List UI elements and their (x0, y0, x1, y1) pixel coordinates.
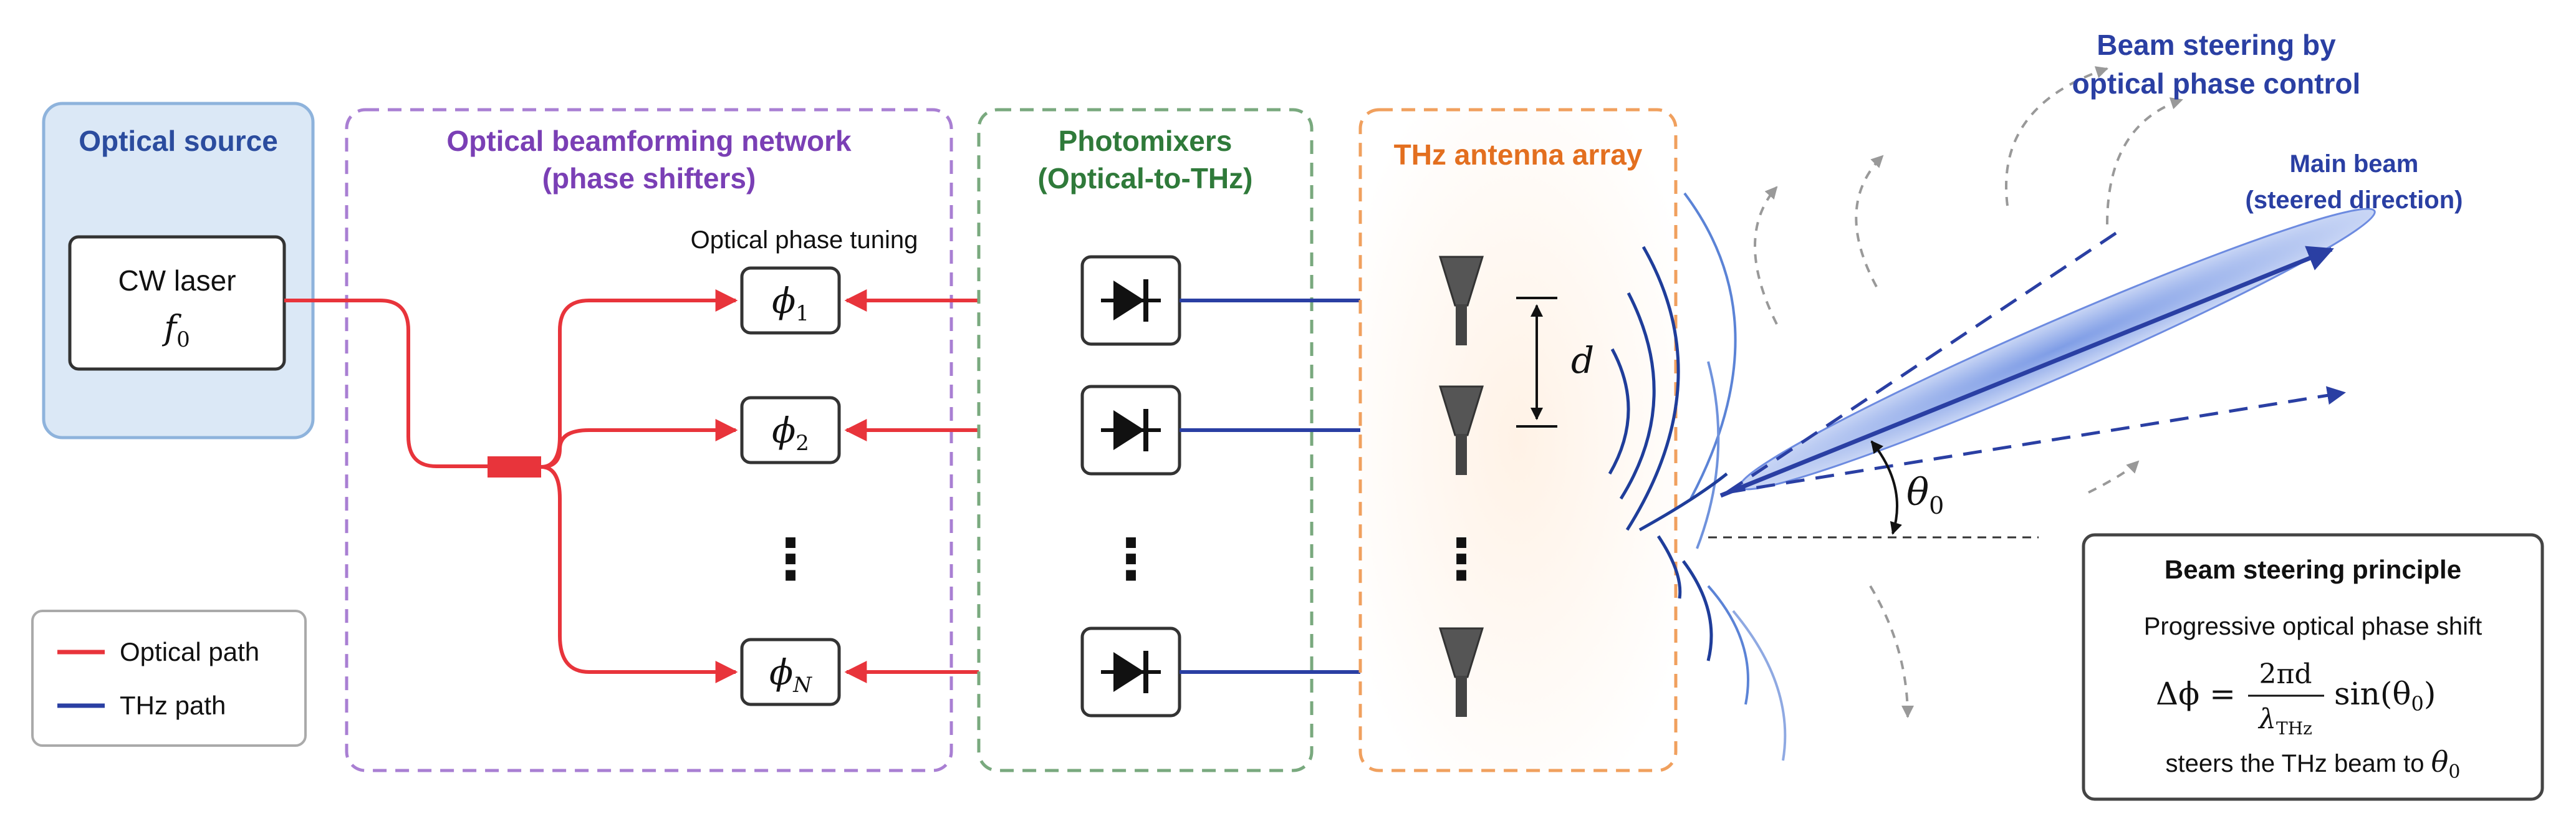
main-beam-arrow (1719, 246, 2334, 498)
photomixers-title-line2: (Optical-to-THz) (1038, 162, 1253, 194)
principle-line1: Progressive optical phase shift (2144, 613, 2482, 640)
photodiode-icon (1082, 386, 1180, 474)
optical-feed-line (284, 299, 489, 468)
photodiode-icon (1082, 257, 1180, 344)
steering-title-line1: Beam steering by (2097, 29, 2336, 61)
phase-shifter-n: ϕN (740, 638, 841, 706)
legend-box (31, 610, 307, 747)
principle-eq-rhs: sin(θ0) (2334, 676, 2436, 716)
legend-optical-label: Optical path (120, 637, 259, 666)
bfn-ellipsis: ⋮ (762, 529, 819, 591)
principle-box (2082, 533, 2544, 801)
principle-eq-den: λTHz (2257, 703, 2312, 739)
principle-title: Beam steering principle (2165, 555, 2461, 584)
bfn-title-line1: Optical beamforming network (446, 125, 852, 157)
split-line-n (541, 465, 738, 683)
principle-eq-lhs: Δϕ = (2156, 676, 2236, 712)
antenna-ellipsis: ⋮ (1433, 529, 1489, 591)
photomixers-title-line1: Photomixers (1059, 125, 1233, 157)
rotation-arcs (1754, 66, 2183, 718)
main-beam-lobe (1739, 208, 2376, 491)
principle-eq-num: 2πd (2259, 658, 2312, 690)
main-beam-label-line2: (steered direction) (2246, 186, 2463, 214)
antenna-array-panel (1358, 108, 1678, 772)
optical-splitter (488, 456, 541, 478)
cw-laser-label: CW laser (118, 264, 236, 297)
steering-title-line2: optical phase control (2072, 67, 2361, 100)
cw-laser-box (68, 235, 286, 371)
antenna-array-title: THz antenna array (1394, 138, 1643, 171)
beam-bound-upper (1726, 229, 2121, 494)
svg-text:ϕN: ϕN (769, 653, 812, 698)
photomixers-ellipsis: ⋮ (1103, 529, 1159, 591)
svg-text:ϕ2: ϕ2 (772, 411, 809, 456)
main-beam-label-line1: Main beam (2290, 150, 2419, 178)
steering-angle-arc (1870, 440, 1902, 535)
principle-line3: steers the THz beam to θ0 (2166, 745, 2461, 783)
phase-tuning-label: Optical phase tuning (691, 226, 918, 254)
phase-shifter-2: ϕ2 (740, 396, 841, 464)
spacing-label: d (1571, 339, 1594, 382)
svg-text:ϕ1: ϕ1 (772, 281, 809, 326)
split-line-2 (541, 419, 738, 469)
optical-source-title: Optical source (79, 125, 278, 157)
steering-angle-label: θ0 (1906, 471, 1944, 519)
legend-thz-label: THz path (120, 691, 226, 720)
laser-frequency: f0 (161, 308, 190, 352)
beam-bound-lower (1726, 386, 2346, 494)
bfn-title-line2: (phase shifters) (542, 162, 756, 194)
phase-shifter-1: ϕ1 (740, 266, 841, 335)
photodiode-icon (1082, 628, 1180, 716)
wavefronts (1608, 192, 1787, 761)
